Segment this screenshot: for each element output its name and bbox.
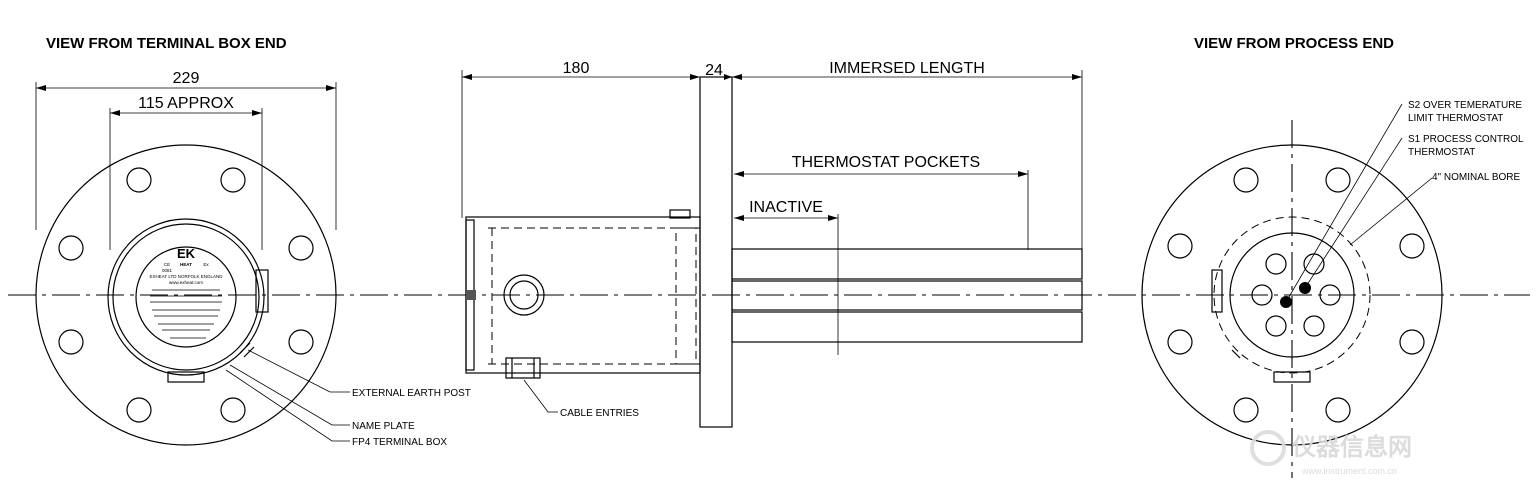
- heating-elements: [731, 248, 1083, 343]
- left-callouts: EXTERNAL EARTH POST NAME PLATE FP4 TERMI…: [225, 349, 471, 448]
- dimension-label-thermostat-pockets: THERMOSTAT POCKETS: [792, 154, 980, 171]
- ce-mark: CE: [164, 262, 170, 267]
- dimension-label-immersed-length: IMMERSED LENGTH: [829, 60, 985, 77]
- heater-body: [465, 209, 701, 374]
- dimension-label-229: 229: [173, 70, 200, 87]
- watermark-url: www.instrument.com.cn: [1301, 466, 1397, 476]
- callout-s2-line1: S2 OVER TEMERATURE: [1408, 100, 1522, 111]
- dimension-label-inactive: INACTIVE: [749, 199, 823, 216]
- dimension-label-115-approx: 115 APPROX: [138, 95, 234, 112]
- callout-s1-line1: S1 PROCESS CONTROL: [1408, 134, 1524, 145]
- dimension-thermostat-pockets: THERMOSTAT POCKETS: [734, 154, 1029, 250]
- right-view-title: VIEW FROM PROCESS END: [1194, 35, 1394, 52]
- dimension-flange-diameter: 229: [35, 70, 337, 230]
- callout-name-plate: NAME PLATE: [352, 421, 415, 432]
- name-plate: EK CE HEAT Ex 0081 EXHEAT LTD NORFOLK EN…: [135, 246, 237, 348]
- plate-company: EXHEAT LTD NORFOLK ENGLAND: [149, 274, 223, 279]
- plate-web: www.exheat.com: [169, 280, 203, 285]
- dimension-label-24: 24: [705, 62, 723, 79]
- callout-s1-line2: THERMOSTAT: [1408, 147, 1475, 158]
- dimension-immersed-length: IMMERSED LENGTH: [732, 60, 1083, 250]
- left-bolt-holes: [58, 167, 314, 423]
- ex-mark: Ex: [203, 262, 209, 267]
- cable-entry-port: [503, 274, 545, 379]
- plate-code: 0081: [162, 268, 173, 273]
- right-bolt-holes: [1167, 167, 1425, 423]
- mounting-flange: [699, 76, 733, 428]
- watermark-text: 仪器信息网: [1291, 433, 1412, 461]
- brand-logo: EK: [177, 246, 196, 261]
- dimension-label-180: 180: [563, 60, 590, 77]
- dimension-body-length: 180: [461, 60, 700, 218]
- brand-sub: HEAT: [180, 262, 192, 267]
- right-flange-outline: [1141, 144, 1443, 446]
- nominal-bore: [1229, 232, 1355, 358]
- dimension-terminal-box: 115 APPROX: [109, 95, 263, 250]
- dimension-inactive: INACTIVE: [734, 199, 839, 355]
- callout-fp4-terminal-box: FP4 TERMINAL BOX: [352, 437, 447, 448]
- fp4-terminal-box: [107, 218, 269, 383]
- cable-entries-leader: [523, 379, 558, 413]
- callout-external-earth-post: EXTERNAL EARTH POST: [352, 388, 471, 399]
- callout-nominal-bore: 4" NOMINAL BORE: [1432, 172, 1521, 183]
- left-view-title: VIEW FROM TERMINAL BOX END: [46, 35, 287, 52]
- watermark: 仪器信息网 www.instrument.com.cn: [1250, 430, 1412, 476]
- right-callouts: S2 OVER TEMERATURE LIMIT THERMOSTAT S1 P…: [1285, 100, 1524, 303]
- callout-cable-entries: CABLE ENTRIES: [560, 408, 639, 419]
- right-terminal-box-outline: [1211, 216, 1371, 383]
- callout-s2-line2: LIMIT THERMOSTAT: [1408, 113, 1503, 124]
